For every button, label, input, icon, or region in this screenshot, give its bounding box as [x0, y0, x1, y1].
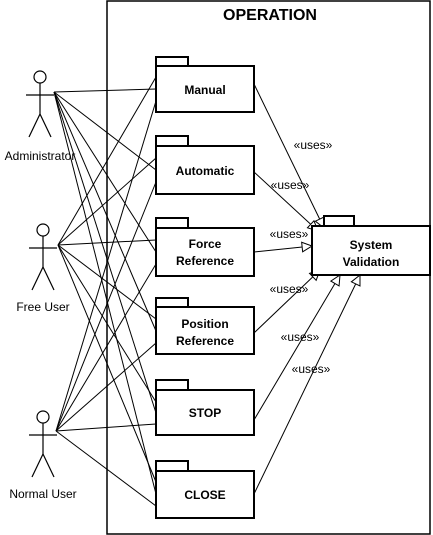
package-label-line-2: Reference — [176, 254, 234, 268]
actor-administrator[interactable]: Administrator — [5, 70, 76, 163]
uses-arrow — [253, 274, 341, 421]
package-label: STOP — [189, 406, 221, 420]
actor-normal-user[interactable]: Normal User — [9, 410, 77, 501]
package-automatic[interactable]: Automatic — [155, 135, 255, 195]
association-line — [53, 91, 157, 495]
association-line — [53, 88, 157, 93]
association-line — [53, 91, 157, 332]
package-icon — [155, 460, 255, 519]
stick-figure-icon — [29, 410, 57, 478]
package-icon — [155, 135, 255, 195]
association-line — [57, 239, 157, 246]
package-icon — [311, 215, 431, 276]
uses-label: «uses» — [281, 330, 320, 344]
package-force-reference[interactable]: Force Reference — [155, 217, 255, 277]
association-line — [55, 423, 157, 432]
uses-arrow — [253, 274, 361, 495]
uses-arrow — [253, 269, 321, 334]
association-line — [57, 244, 157, 320]
package-stop[interactable]: STOP — [155, 379, 255, 436]
association-line — [55, 263, 157, 432]
association-line — [55, 342, 157, 432]
association-line — [53, 91, 157, 414]
use-case-packages: Manual Automatic Force Reference Positio… — [155, 56, 255, 519]
association-line — [57, 76, 157, 246]
package-icon — [155, 379, 255, 436]
association-lines — [53, 76, 157, 507]
package-manual[interactable]: Manual — [155, 56, 255, 113]
package-icon — [155, 217, 255, 277]
uses-arrow — [253, 83, 325, 229]
uses-label: «uses» — [294, 138, 333, 152]
association-line — [57, 157, 157, 246]
package-label-line-1: Position — [181, 317, 228, 331]
package-position-reference[interactable]: Position Reference — [155, 297, 255, 355]
uses-label: «uses» — [271, 178, 310, 192]
actor-free-user[interactable]: Free User — [16, 223, 70, 314]
arrowhead-icon — [350, 273, 361, 287]
stick-figure-icon — [29, 223, 57, 291]
package-icon — [155, 56, 255, 113]
package-label: CLOSE — [184, 488, 225, 502]
association-line — [55, 181, 157, 432]
package-label-line-1: Force — [189, 237, 222, 251]
association-line — [55, 430, 157, 507]
actor-label: Administrator — [5, 149, 76, 163]
uses-label: «uses» — [270, 282, 309, 296]
package-close[interactable]: CLOSE — [155, 460, 255, 519]
stick-figure-icon — [26, 70, 54, 138]
uses-label: «uses» — [270, 227, 309, 241]
arrowhead-icon — [329, 274, 341, 287]
package-icon — [155, 297, 255, 355]
association-line — [57, 244, 157, 483]
package-label-line-2: Reference — [176, 334, 234, 348]
package-system-validation[interactable]: System Validation — [311, 215, 431, 276]
package-label-line-1: System — [350, 238, 393, 252]
actor-label: Normal User — [9, 487, 76, 501]
uses-label: «uses» — [292, 362, 331, 376]
association-line — [55, 100, 157, 432]
package-label: Automatic — [176, 164, 235, 178]
package-label: Manual — [184, 83, 225, 97]
arrowhead-icon — [301, 241, 314, 253]
association-line — [57, 244, 157, 403]
uses-arrow — [253, 171, 319, 232]
package-label-line-2: Validation — [343, 255, 400, 269]
actor-label: Free User — [16, 300, 69, 314]
boundary-title: OPERATION — [223, 7, 317, 24]
